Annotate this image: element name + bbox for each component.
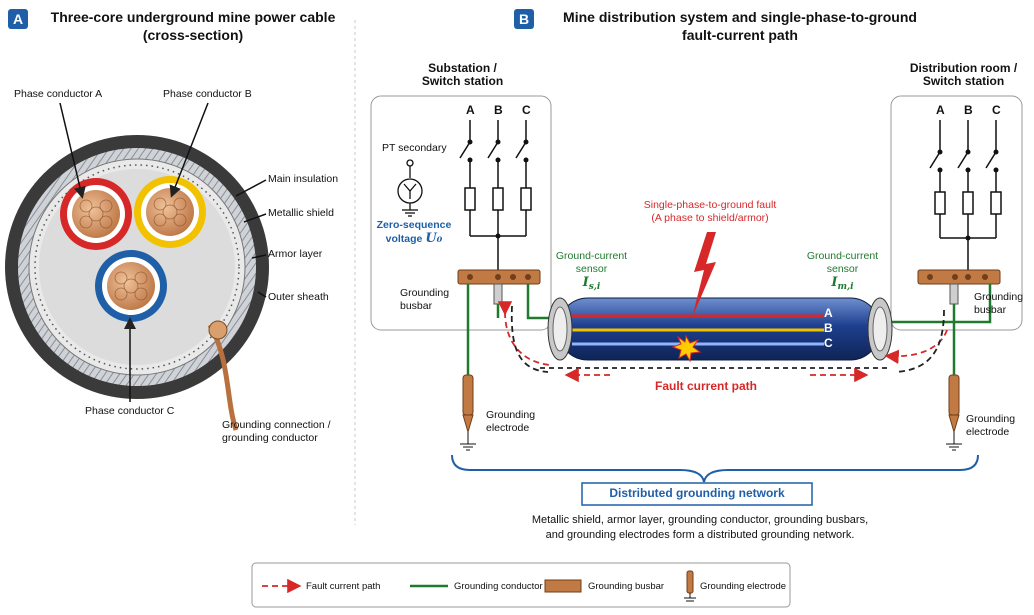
grounding-lug bbox=[208, 320, 228, 340]
left-electrode bbox=[460, 374, 476, 451]
right-busbar-label: Grounding busbar bbox=[974, 291, 1023, 317]
zero-seq-label: Zero-sequence voltage U₀ bbox=[374, 219, 454, 246]
substation-box bbox=[370, 95, 552, 331]
sensor-left-subscript: s,i bbox=[588, 282, 601, 293]
substation-line2: Switch station bbox=[421, 74, 504, 88]
legend-busbar-label: Grounding busbar bbox=[588, 581, 665, 592]
sensor-left-label: Ground-current sensor Is,i bbox=[549, 250, 634, 294]
substation-line1: Substation / bbox=[428, 61, 497, 75]
fault-path-label: Fault current path bbox=[655, 379, 758, 393]
left-switchgear bbox=[459, 120, 532, 270]
right-electrode-label: Grounding electrode bbox=[966, 413, 1015, 439]
right-electrode-line2: electrode bbox=[966, 426, 1010, 438]
left-electrode-label: Grounding electrode bbox=[486, 409, 535, 435]
sensor-right-subscript: m,i bbox=[837, 282, 854, 293]
right-phase-b: B bbox=[964, 103, 973, 117]
legend-fault-label: Fault current path bbox=[306, 581, 381, 592]
fault-spark-icon bbox=[671, 334, 702, 363]
left-electrode-line2: electrode bbox=[486, 422, 530, 434]
right-electrode-line1: Grounding bbox=[966, 413, 1016, 425]
network-description: Metallic shield, armor layer, grounding … bbox=[470, 513, 930, 543]
label-armor-layer: Armor layer bbox=[268, 248, 323, 260]
distroom-label: Distribution room / Switch station bbox=[896, 62, 1031, 88]
panel-a-title: Three-core underground mine power cable … bbox=[34, 8, 352, 44]
panel-a-title-line2: (cross-section) bbox=[142, 27, 244, 43]
left-phase-a: A bbox=[466, 103, 475, 117]
right-busbar bbox=[917, 269, 1001, 285]
right-busbar-line1: Grounding bbox=[974, 291, 1024, 303]
right-phase-c: C bbox=[992, 103, 1001, 117]
sensor-right-line1: Ground-current bbox=[806, 250, 879, 262]
left-busbar-line1: Grounding bbox=[400, 287, 450, 299]
right-electrode bbox=[946, 374, 962, 451]
cable-phase-b: B bbox=[824, 321, 833, 335]
label-outer-sheath: Outer sheath bbox=[268, 291, 329, 303]
panel-b-title-line2: fault-current path bbox=[682, 27, 798, 43]
network-title-box bbox=[581, 482, 813, 506]
main-insulation-dots bbox=[34, 164, 240, 370]
zero-seq-symbol: U₀ bbox=[425, 231, 443, 246]
grounding-conductors bbox=[466, 284, 992, 380]
left-electrode-line1: Grounding bbox=[486, 409, 536, 421]
cable-body bbox=[547, 297, 893, 361]
label-phase-a: Phase conductor A bbox=[14, 88, 103, 100]
cable-cross-section bbox=[5, 135, 269, 431]
left-busbar bbox=[457, 269, 541, 285]
distroom-line2: Switch station bbox=[922, 74, 1005, 88]
network-desc-line2: and grounding electrodes form a distribu… bbox=[545, 529, 855, 541]
legend-conductor-label: Grounding conductor bbox=[454, 581, 543, 592]
zero-seq-line1: Zero-sequence bbox=[376, 219, 452, 231]
panel-a-tag: A bbox=[8, 9, 28, 29]
label-grounding-line2: grounding conductor bbox=[222, 432, 318, 444]
sensor-left-symbol: I bbox=[582, 275, 589, 290]
legend-electrode-swatch bbox=[684, 570, 696, 602]
sensor-right-label: Ground-current sensor Im,i bbox=[800, 250, 885, 294]
sensor-right-symbol: I bbox=[831, 275, 838, 290]
label-main-insulation: Main insulation bbox=[268, 173, 339, 185]
sensor-left-line1: Ground-current bbox=[555, 250, 628, 262]
left-sensor-body bbox=[493, 283, 503, 305]
distroom-line1: Distribution room / bbox=[909, 61, 1018, 75]
label-grounding-line1: Grounding connection / bbox=[222, 419, 331, 431]
label-phase-c: Phase conductor C bbox=[85, 405, 175, 417]
legend-box bbox=[251, 562, 791, 608]
network-title: Distributed grounding network bbox=[609, 486, 785, 500]
zero-seq-line2: voltage bbox=[385, 233, 423, 245]
sensor-left-line2: sensor bbox=[575, 263, 608, 275]
cable-phase-c: C bbox=[824, 336, 833, 350]
sensor-right-line2: sensor bbox=[826, 263, 859, 275]
left-phase-b: B bbox=[494, 103, 503, 117]
network-desc-line1: Metallic shield, armor layer, grounding … bbox=[531, 514, 869, 526]
panel-a-title-line1: Three-core underground mine power cable bbox=[50, 9, 336, 25]
right-phase-a: A bbox=[936, 103, 945, 117]
fault-line1: Single-phase-to-ground fault bbox=[643, 199, 777, 211]
label-metallic-shield: Metallic shield bbox=[268, 207, 334, 219]
left-busbar-label: Grounding busbar bbox=[400, 287, 449, 313]
fault-line2: (A phase to shield/armor) bbox=[651, 212, 769, 224]
lightning-icon bbox=[692, 232, 716, 318]
right-sensor-body bbox=[949, 283, 959, 305]
pt-secondary-label: PT secondary bbox=[382, 142, 447, 154]
left-busbar-line2: busbar bbox=[400, 300, 433, 312]
phase-c-copper bbox=[107, 262, 155, 310]
panel-b-title-line1: Mine distribution system and single-phas… bbox=[563, 9, 917, 25]
pt-secondary-symbol bbox=[397, 159, 423, 217]
fault-label: Single-phase-to-ground fault (A phase to… bbox=[620, 199, 800, 225]
panel-b-tag: B bbox=[514, 9, 534, 29]
substation-label: Substation / Switch station bbox=[405, 62, 520, 88]
phase-a-copper bbox=[72, 190, 120, 238]
cable-phase-a: A bbox=[824, 306, 833, 320]
panel-b-title: Mine distribution system and single-phas… bbox=[540, 8, 940, 44]
label-grounding-connection: Grounding connection / grounding conduct… bbox=[222, 419, 331, 445]
left-phase-c: C bbox=[522, 103, 531, 117]
phase-b-copper bbox=[146, 188, 194, 236]
label-phase-b: Phase conductor B bbox=[163, 88, 252, 100]
network-brace bbox=[451, 454, 979, 483]
legend-electrode-label: Grounding electrode bbox=[700, 581, 787, 592]
legend-busbar-swatch bbox=[544, 579, 582, 593]
right-busbar-line2: busbar bbox=[974, 304, 1007, 316]
